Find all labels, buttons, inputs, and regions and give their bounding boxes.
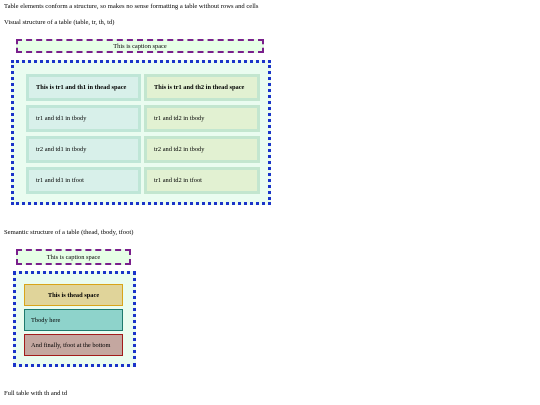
tbody-r2-td2-text: tr2 and td2 in tbody — [154, 146, 205, 153]
full-table-heading: Full table with th and td — [4, 390, 68, 397]
thead-block-text: This is thead space — [47, 291, 100, 299]
visual-structure-heading: Visual structure of a table (table, tr, … — [4, 19, 115, 26]
tbody-block: Tbody here — [24, 309, 123, 331]
tfoot-block-text: And finally, tfoot at the bottom — [31, 341, 111, 349]
tbody-r2-td2: tr2 and td2 in tbody — [144, 136, 260, 163]
thead-block: This is thead space — [24, 284, 123, 306]
semantic-table: This is thead space Tbody here And final… — [13, 271, 136, 367]
tbody-r2-td1: tr2 and td1 in tbody — [26, 136, 141, 163]
tbody-r1-td2: tr1 and td2 in tbody — [144, 105, 260, 132]
tfoot-td2: tr1 and td2 in tfoot — [144, 167, 260, 194]
thead-th2: This is tr1 and th2 in thead space — [144, 74, 260, 101]
visual-table: This is tr1 and th1 in thead space This … — [11, 60, 271, 205]
tfoot-td1-text: tr1 and td1 in tfoot — [36, 177, 84, 184]
visual-caption-text: This is caption space — [113, 42, 167, 50]
tbody-block-text: Tbody here — [31, 316, 61, 324]
semantic-table-caption: This is caption space — [16, 249, 131, 265]
tbody-r1-td1: tr1 and td1 in tbody — [26, 105, 141, 132]
tfoot-td1: tr1 and td1 in tfoot — [26, 167, 141, 194]
semantic-caption-text: This is caption space — [46, 253, 101, 261]
semantic-structure-heading: Semantic structure of a table (thead, tb… — [4, 229, 134, 236]
tfoot-block: And finally, tfoot at the bottom — [24, 334, 123, 356]
tbody-r1-td1-text: tr1 and td1 in tbody — [36, 115, 87, 122]
thead-th1-text: This is tr1 and th1 in thead space — [36, 84, 127, 91]
tbody-r2-td1-text: tr2 and td1 in tbody — [36, 146, 87, 153]
tfoot-td2-text: tr1 and td2 in tfoot — [154, 177, 202, 184]
visual-table-caption: This is caption space — [16, 39, 264, 53]
intro-text: Table elements conform a structure, so m… — [4, 3, 259, 10]
tbody-r1-td2-text: tr1 and td2 in tbody — [154, 115, 205, 122]
thead-th2-text: This is tr1 and th2 in thead space — [154, 84, 245, 91]
thead-th1: This is tr1 and th1 in thead space — [26, 74, 141, 101]
